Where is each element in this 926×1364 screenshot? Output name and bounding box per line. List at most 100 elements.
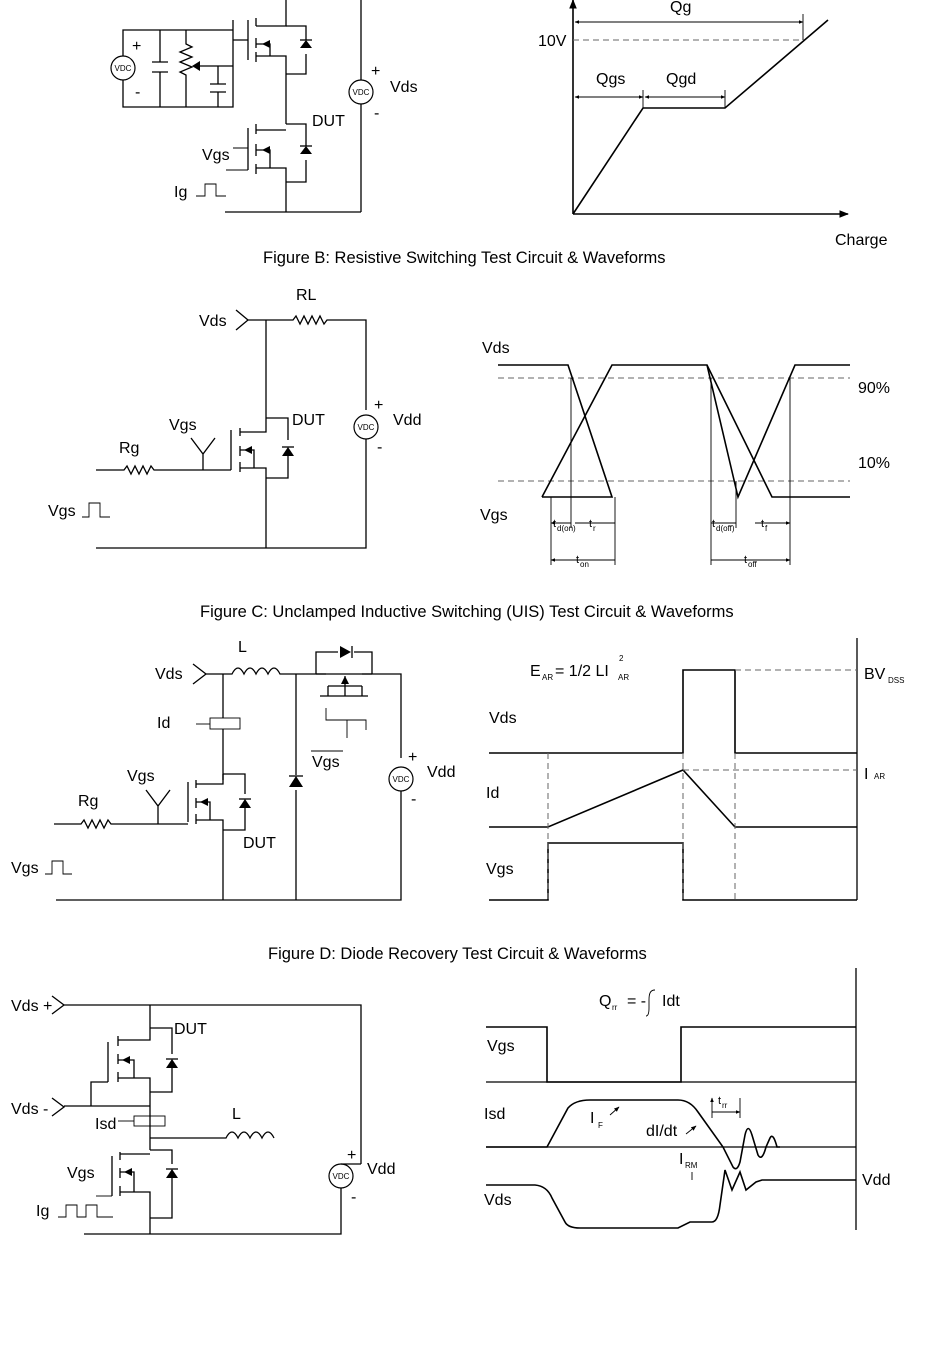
vgs-wave-label: Vgs (480, 507, 508, 524)
vgs-wave-label: Vgs (486, 861, 514, 878)
vds-fall (498, 364, 614, 498)
vds-plus-label: Vds + (11, 998, 52, 1015)
vgs-pulse-icon (45, 860, 72, 875)
gate-charge-curve (572, 19, 829, 215)
vdd-label: Vdd (393, 412, 421, 429)
rg-label: Rg (78, 793, 98, 810)
caption-figure-b: Figure B: Resistive Switching Test Circu… (263, 249, 666, 267)
90-percent-label: 90% (858, 380, 890, 397)
didt-label: dI/dt (646, 1123, 678, 1140)
vdc-label: VDC (115, 64, 132, 73)
vgs-wave (486, 1026, 856, 1083)
vgs-probe-label: Vgs (127, 768, 155, 785)
svg-text:t: t (718, 1095, 721, 1107)
vdd-label: Vdd (367, 1161, 395, 1178)
svg-text:E: E (530, 663, 541, 680)
vgs-wave-label: Vgs (487, 1038, 515, 1055)
td-on-subscript: d(on) (557, 524, 576, 533)
svg-text:AR: AR (618, 673, 629, 682)
qrr-subscript: rr (612, 1003, 618, 1012)
id-label: Id (157, 715, 170, 732)
figure-d-circuit: Vds + DUT Vds - Isd L Vgs Ig VDC + - Vdd (11, 995, 395, 1235)
svg-text:-: - (377, 439, 382, 456)
capacitor-icon (152, 61, 168, 73)
svg-text:VDC: VDC (393, 775, 410, 784)
qrr-equation: = - (627, 993, 646, 1010)
isd-wave (486, 1099, 780, 1170)
id-wave (489, 769, 857, 828)
figure-b-circuit: Vds RL VDC + - Vdd DUT Vgs Rg Vgs (48, 287, 421, 549)
vds-wave-label: Vds (482, 340, 510, 357)
dut-label: DUT (174, 1021, 207, 1038)
vds-wave-label: Vds (489, 710, 517, 727)
vds-terminal-icon (235, 309, 250, 331)
vgs-wave (489, 842, 857, 901)
vgs-label: Vgs (202, 147, 230, 164)
vds-rise (706, 364, 850, 500)
svg-text:+: + (374, 397, 383, 414)
charge-axis-label: Charge (835, 232, 888, 249)
vgs-bar-label: Vgs (312, 754, 340, 771)
svg-text:I: I (679, 1151, 683, 1168)
svg-text:VDC: VDC (358, 423, 375, 432)
svg-text:t: t (553, 518, 556, 530)
if-subscript: F (598, 1121, 603, 1130)
irm-subscript: RM (685, 1161, 698, 1170)
vgs-pulse-icon (82, 502, 110, 518)
figure-a-circuit: VDC + - DUT Vgs Ig VDC + - Vds (110, 0, 418, 213)
qgd-label: Qgd (666, 71, 696, 88)
svg-text:t: t (761, 518, 764, 530)
vds-label: Vds (155, 666, 183, 683)
svg-text:AR: AR (542, 673, 553, 682)
svg-text:t: t (744, 554, 747, 566)
trr-subscript: rr (722, 1101, 728, 1110)
svg-text:I: I (590, 1110, 594, 1127)
l-label: L (232, 1106, 241, 1123)
td-off-subscript: d(off) (716, 524, 735, 533)
energy-equation: = 1/2 LI (555, 663, 609, 680)
integral-expression: Idt (662, 993, 680, 1010)
svg-text:2: 2 (619, 654, 624, 663)
qg-label: Qg (670, 0, 691, 16)
body-diode-icon (282, 447, 294, 456)
caption-figure-d: Figure D: Diode Recovery Test Circuit & … (268, 945, 647, 963)
vgs-pulse-label: Vgs (48, 503, 76, 520)
iar-subscript: AR (874, 772, 885, 781)
vdc-source-2-icon (348, 79, 374, 105)
svg-text:Q: Q (599, 993, 611, 1010)
vds-wave (486, 1169, 856, 1229)
toff-subscript: off (748, 560, 758, 569)
vds-label: Vds (199, 313, 227, 330)
svg-text:VDC: VDC (333, 1172, 350, 1181)
dut-label: DUT (312, 113, 345, 130)
vds-wave (489, 669, 857, 754)
ig-label: Ig (36, 1203, 49, 1220)
vds-label: Vds (390, 79, 418, 96)
svg-text:-: - (411, 791, 416, 808)
vgs-probe-label: Vgs (169, 417, 197, 434)
bvdss-subscript: DSS (888, 676, 904, 685)
svg-text:VDC: VDC (353, 88, 370, 97)
rl-label: RL (296, 287, 317, 304)
svg-text:t: t (576, 554, 579, 566)
rl-resistor-icon (248, 314, 367, 410)
tr-subscript: r (593, 524, 596, 533)
rg-resistor-icon (96, 464, 231, 476)
vds-minus-terminal-icon (51, 1097, 66, 1117)
rg-label: Rg (119, 440, 139, 457)
svg-text:BV: BV (864, 666, 886, 683)
capacitor-2-icon (210, 66, 226, 107)
rg-resistor-icon (54, 818, 188, 830)
l-label: L (238, 639, 247, 656)
10-percent-label: 10% (858, 455, 890, 472)
vds-minus-label: Vds - (11, 1101, 48, 1118)
inductor-icon (206, 667, 402, 758)
vds-wave-label: Vds (484, 1192, 512, 1209)
svg-text:+: + (347, 1147, 356, 1164)
caption-figure-c: Figure C: Unclamped Inductive Switching … (200, 603, 734, 621)
figure-d-waveforms: Q rr = - Idt Vgs Isd Vds Vdd I F dI/dt I… (484, 968, 890, 1230)
vdd-wave-label: Vdd (862, 1172, 890, 1189)
dut-label: DUT (292, 412, 325, 429)
diode-icon (300, 40, 312, 48)
